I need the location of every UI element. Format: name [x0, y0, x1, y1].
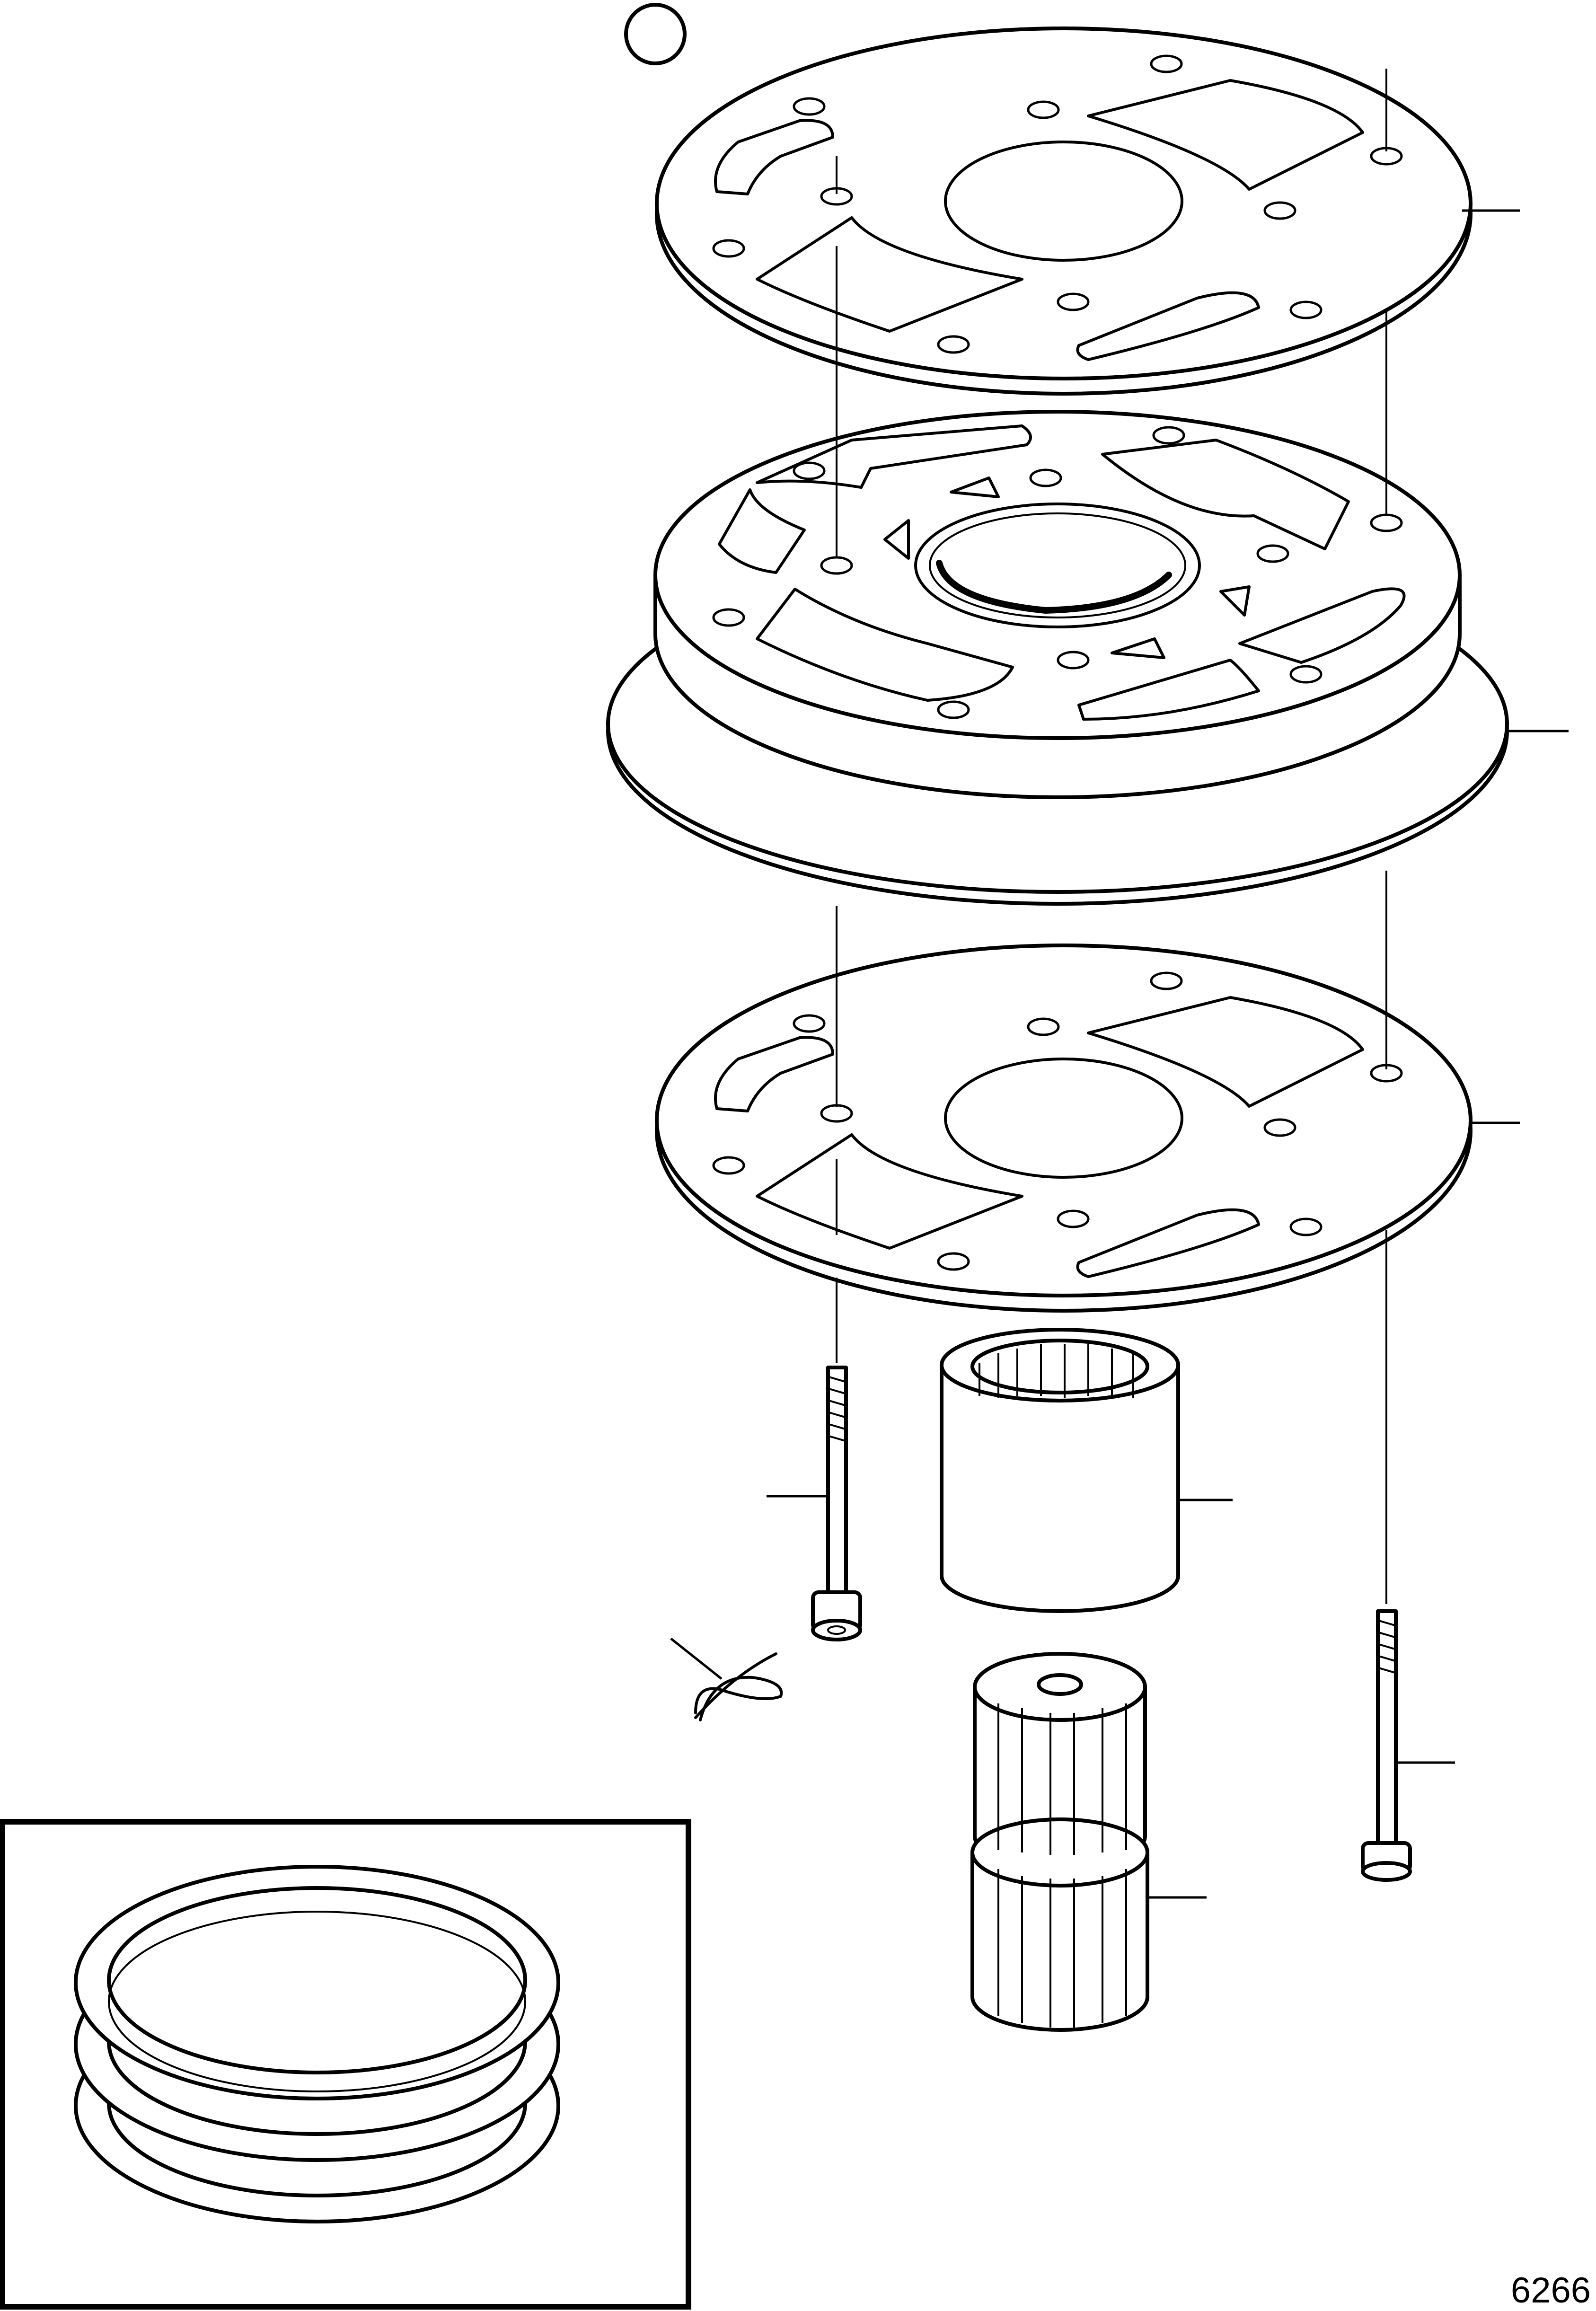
leader-lines — [670, 209, 1569, 1899]
bottom-plate — [655, 944, 1473, 1313]
pump-body — [606, 410, 1509, 906]
seal-rings-detail — [0, 1819, 691, 2310]
spline-shaft — [970, 1652, 1149, 2032]
reference-circle — [624, 3, 687, 65]
screw-right — [1361, 1609, 1412, 1882]
seal — [694, 1652, 783, 1721]
top-plate — [655, 26, 1473, 396]
sleeve — [940, 1328, 1180, 1613]
figure-number: 6266 — [1511, 2270, 1591, 2311]
long-screw-left — [811, 1366, 862, 1641]
alignment-lines — [836, 69, 1387, 1604]
